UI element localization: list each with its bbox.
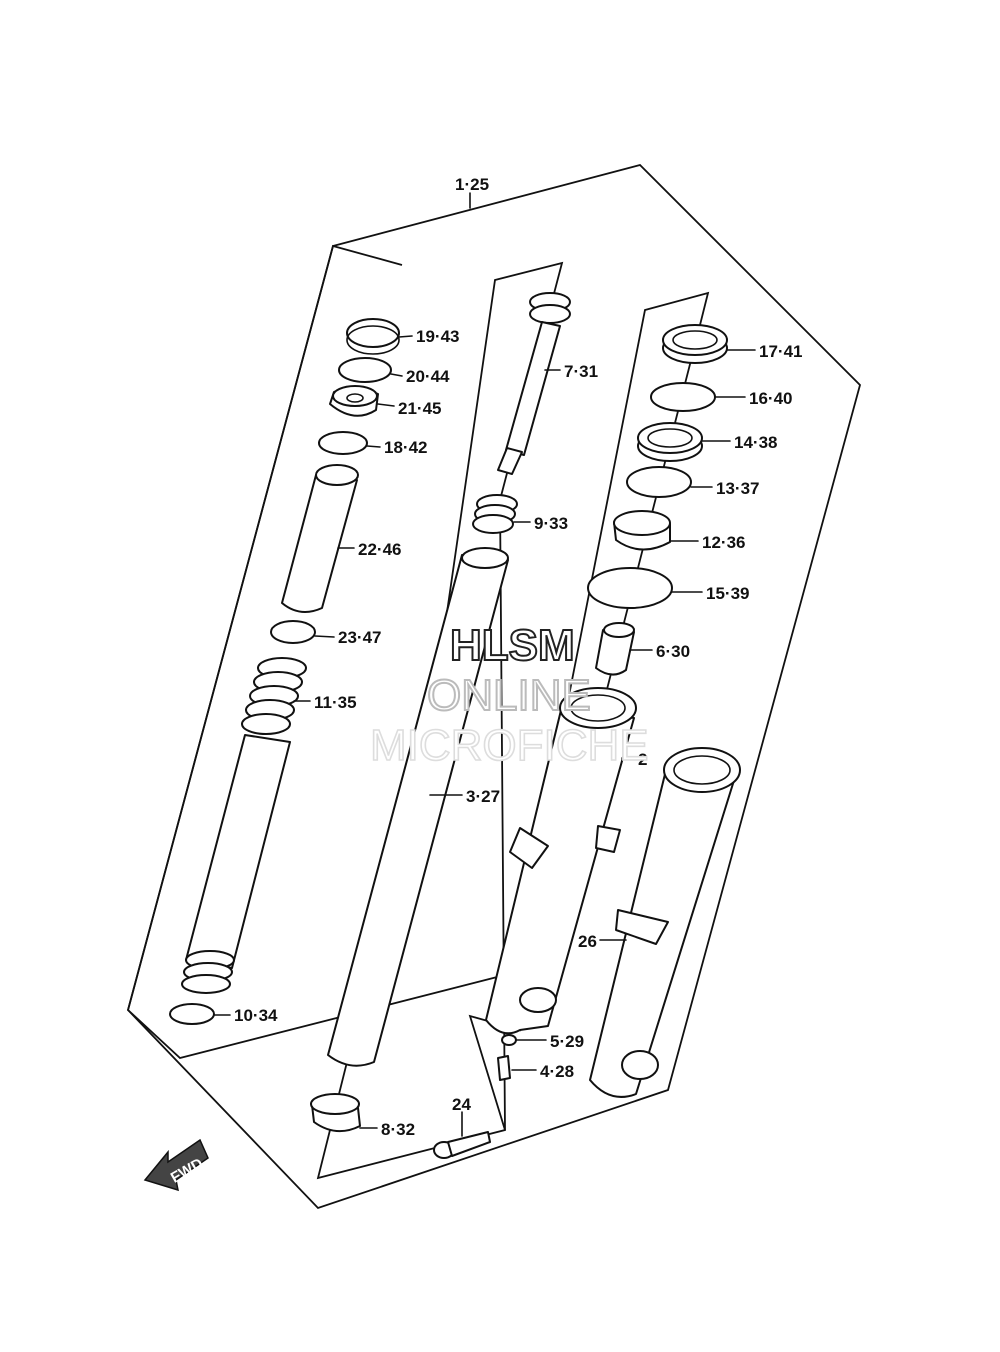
part-rebound-spring <box>241 657 307 735</box>
callout-18: 18·42 <box>384 438 427 457</box>
callout-1: 1·25 <box>455 175 489 194</box>
part-cap <box>346 318 400 355</box>
part-ring-10 <box>169 1003 215 1025</box>
part-stopper-ring <box>650 382 716 412</box>
part-dust-seal <box>662 324 728 364</box>
part-slide-bushing <box>310 1093 361 1133</box>
callout-6: 6·30 <box>656 642 690 661</box>
callout-8: 8·32 <box>381 1120 415 1139</box>
callout-14: 14·38 <box>734 433 777 452</box>
callout-24: 24 <box>452 1095 471 1114</box>
part-outer-tube-left <box>485 687 637 1035</box>
part-circlip-15 <box>587 567 673 609</box>
part-outer-tube-right <box>589 747 741 1098</box>
callout-12: 12·36 <box>702 533 745 552</box>
part-oil-seal-washer <box>626 466 692 498</box>
callout-21: 21·45 <box>398 399 441 418</box>
part-inner-tube <box>327 547 509 1067</box>
callout-15: 15·39 <box>706 584 749 603</box>
watermark-line-1: HLSM <box>450 621 575 670</box>
callout-7: 7·31 <box>564 362 598 381</box>
callout-5: 5·29 <box>550 1032 584 1051</box>
part-spacer-pipe <box>281 464 359 613</box>
callout-13: 13·37 <box>716 479 759 498</box>
callout-4: 4·28 <box>540 1062 574 1081</box>
part-o-ring <box>318 431 368 455</box>
callout-10: 10·34 <box>234 1006 278 1025</box>
callout-23: 23·47 <box>338 628 381 647</box>
part-bolt-24 <box>433 1131 491 1159</box>
callout-3: 3·27 <box>466 787 500 806</box>
callout-22: 22·46 <box>358 540 401 559</box>
part-cap-bolt <box>329 385 379 417</box>
watermark-line-3: MICROFICHE <box>370 721 649 770</box>
callout-19: 19·43 <box>416 327 459 346</box>
part-bolt-4 <box>497 1055 511 1081</box>
part-guide-bushing <box>613 510 671 551</box>
part-oil-lock-piece <box>595 622 635 676</box>
callout-11: 11·35 <box>314 693 357 712</box>
callout-9: 9·33 <box>534 514 568 533</box>
part-spring-9 <box>472 494 518 534</box>
callout-17: 17·41 <box>759 342 802 361</box>
part-damper-rod <box>497 292 571 475</box>
part-gasket <box>501 1034 517 1046</box>
part-oil-seal <box>637 422 703 462</box>
part-washer <box>270 620 316 644</box>
callout-2: 2 <box>638 750 647 769</box>
left-column-frame <box>126 244 506 1059</box>
callout-16: 16·40 <box>749 389 792 408</box>
callout-20: 20·44 <box>406 367 450 386</box>
fwd-arrow-icon: FWD <box>143 1138 209 1192</box>
watermark-line-2: ONLINE <box>427 671 591 720</box>
callout-26: 26 <box>578 932 597 951</box>
part-circlip <box>338 357 392 383</box>
part-damper-rod-tube <box>181 734 291 994</box>
